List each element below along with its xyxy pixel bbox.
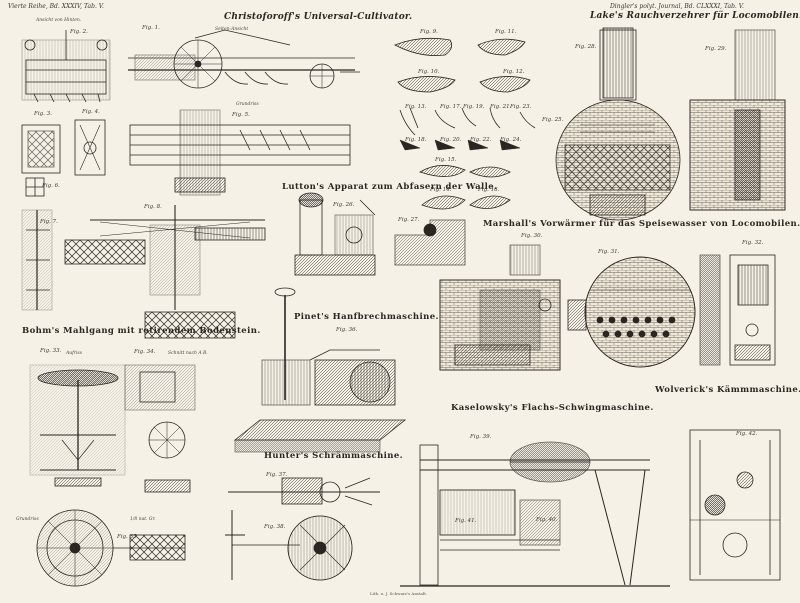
fig-8-drawing bbox=[64, 205, 266, 339]
fig-label-36: Fig. 36. bbox=[336, 327, 358, 333]
caption-hunter: Hunter's Schrämmaschine. bbox=[264, 451, 404, 461]
fig-38-drawing bbox=[225, 510, 353, 581]
fig-27-drawing bbox=[394, 219, 466, 266]
fig-30-drawing bbox=[439, 244, 561, 371]
fig-label-33: Fig. 33. bbox=[40, 348, 62, 354]
fig-36-drawing bbox=[233, 287, 407, 453]
caption-marshall: Marshall's Vorwärmer für das Speisewasse… bbox=[483, 219, 800, 229]
fig-28-drawing bbox=[555, 27, 681, 221]
fig-label-10: Fig. 10. bbox=[418, 69, 440, 75]
fig-31-drawing bbox=[567, 256, 696, 368]
fig-37-drawing bbox=[228, 477, 380, 506]
fig-label-41: Fig. 41. bbox=[455, 518, 477, 524]
fig-5-drawing bbox=[129, 109, 351, 196]
fig-label-32: Fig. 32. bbox=[742, 240, 764, 246]
fig-label-16: Fig. 16. bbox=[478, 187, 500, 193]
fig-label-7: Fig. 7. bbox=[40, 219, 58, 225]
fig-label-30: Fig. 30. bbox=[521, 233, 543, 239]
note-ansicht: Ansicht von Hinten. bbox=[36, 18, 82, 23]
fig-label-8: Fig. 8. bbox=[144, 204, 162, 210]
caption-lutton: Lutton's Apparat zum Abfasern der Walle. bbox=[282, 182, 498, 192]
fig-4-drawing bbox=[74, 119, 106, 176]
fig-label-15: Fig. 15. bbox=[435, 157, 457, 163]
caption-lake: Lake's Rauchverzehrer für Locomobilen. bbox=[590, 11, 800, 21]
fig-label-14: Fig. 14. bbox=[430, 187, 452, 193]
fig-label-2: Fig. 2. bbox=[70, 29, 88, 35]
fig-label-23: Fig. 23. bbox=[510, 104, 532, 110]
fig-33-drawing bbox=[29, 364, 126, 487]
note-aufriss: Aufriss bbox=[66, 351, 83, 356]
fig-label-24: Fig. 24. bbox=[500, 137, 522, 143]
caption-kaselowsky: Kaselowsky's Flachs-Schwingmaschine. bbox=[451, 403, 654, 413]
fig-label-28: Fig. 28. bbox=[575, 44, 597, 50]
fig-label-38: Fig. 38. bbox=[264, 524, 286, 530]
fig-2-drawing bbox=[21, 30, 111, 103]
note-schnitt: Schnitt nach A B. bbox=[168, 351, 208, 356]
fig-3-drawing bbox=[21, 124, 61, 174]
fig-label-35: Fig. 35. bbox=[117, 534, 139, 540]
fig-32-drawing bbox=[699, 254, 776, 366]
fig-29-drawing bbox=[689, 29, 786, 211]
fig-label-21: Fig. 21. bbox=[490, 104, 512, 110]
fig-label-13: Fig. 13. bbox=[405, 104, 427, 110]
note-scale: 1/8 nat. Gr. bbox=[130, 517, 156, 522]
fig-42-drawing bbox=[689, 429, 781, 581]
fig-label-31: Fig. 31. bbox=[598, 249, 620, 255]
fig-label-26: Fig. 26. bbox=[333, 202, 355, 208]
figs-9-16-drawings bbox=[394, 37, 536, 210]
fig-label-6: Fig. 6. bbox=[42, 183, 60, 189]
note-grundriss-bottom: Grundriss bbox=[16, 517, 39, 522]
fig-label-37: Fig. 37. bbox=[266, 472, 288, 478]
fig-39-drawing bbox=[400, 441, 670, 587]
fig-label-17: Fig. 17. bbox=[440, 104, 462, 110]
fig-7-drawing bbox=[21, 209, 53, 311]
fig-label-1: Fig. 1. bbox=[142, 25, 160, 31]
fig-label-20: Fig. 20. bbox=[440, 137, 462, 143]
header-right: Dingler's polyt. Journal, Bd. CLXXXI, Ta… bbox=[610, 3, 744, 10]
fig-label-42: Fig. 42. bbox=[736, 431, 758, 437]
lithographer-credit: Lith. u. J. Schwarz's Anstalt. bbox=[370, 591, 428, 596]
caption-bohm: Bohm's Mahlgang mit rotirendem Bodenstei… bbox=[22, 326, 261, 336]
caption-pinet: Pinet's Hanfbrechmaschine. bbox=[294, 312, 439, 322]
note-grundriss-top: Grundriss bbox=[236, 102, 259, 107]
fig-26-drawing bbox=[294, 192, 376, 276]
fig-label-40: Fig. 40. bbox=[536, 517, 558, 523]
fig-label-39: Fig. 39. bbox=[470, 434, 492, 440]
fig-label-19: Fig. 19. bbox=[463, 104, 485, 110]
fig-label-9: Fig. 9. bbox=[420, 29, 438, 35]
header-left: Vierte Reihe, Bd. XXXIV, Tab. V. bbox=[8, 3, 104, 10]
fig-35-drawing bbox=[36, 509, 186, 587]
note-seiten-ansicht: Seiten-Ansicht bbox=[215, 27, 249, 32]
fig-1-drawing bbox=[128, 29, 360, 89]
fig-label-22: Fig. 22. bbox=[470, 137, 492, 143]
fig-6-drawing bbox=[25, 177, 45, 197]
fig-label-27: Fig. 27. bbox=[398, 217, 420, 223]
fig-label-3: Fig. 3. bbox=[34, 111, 52, 117]
fig-label-34: Fig. 34. bbox=[134, 349, 156, 355]
caption-wolverick: Wolverick's Kämmmaschine. bbox=[655, 385, 800, 395]
fig-label-5: Fig. 5. bbox=[232, 112, 250, 118]
fig-34-drawing bbox=[124, 364, 196, 493]
fig-label-11: Fig. 11. bbox=[495, 29, 517, 35]
fig-label-18: Fig. 18. bbox=[405, 137, 427, 143]
fig-label-25: Fig. 25. bbox=[542, 117, 564, 123]
fig-label-4: Fig. 4. bbox=[82, 109, 100, 115]
fig-label-12: Fig. 12. bbox=[503, 69, 525, 75]
caption-christoforoff: Christoforoff's Universal-Cultivator. bbox=[224, 12, 413, 22]
fig-label-29: Fig. 29. bbox=[705, 46, 727, 52]
